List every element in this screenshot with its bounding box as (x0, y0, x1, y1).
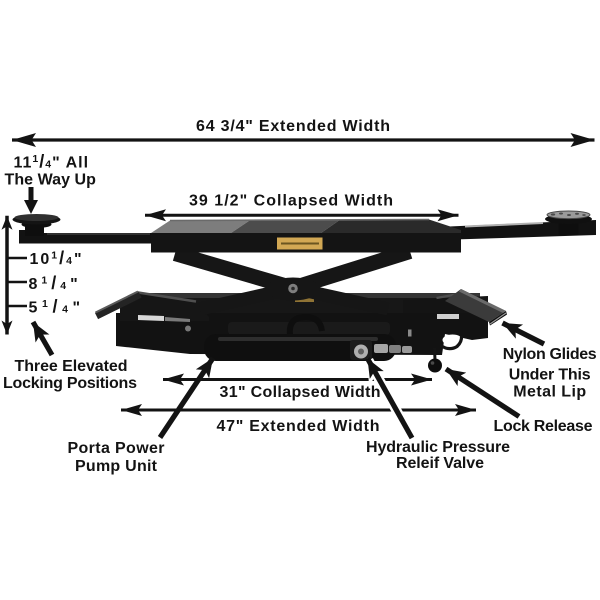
svg-text:39 1/2" Collapsed Width: 39 1/2" Collapsed Width (189, 193, 393, 210)
svg-text:Porta Power: Porta Power (68, 440, 165, 457)
svg-text:Hydraulic Pressure: Hydraulic Pressure (366, 439, 510, 456)
svg-text:Nylon Glides: Nylon Glides (503, 346, 597, 363)
svg-text:Three Elevated: Three Elevated (15, 358, 128, 375)
svg-text:Metal Lip: Metal Lip (513, 384, 586, 401)
svg-text:Lock Release: Lock Release (494, 418, 593, 435)
svg-text:Locking Positions: Locking Positions (3, 375, 137, 392)
svg-text:64 3/4" Extended Width: 64 3/4" Extended Width (196, 118, 390, 135)
svg-text:81/4": 81/4" (29, 273, 82, 293)
svg-text:47" Extended Width: 47" Extended Width (217, 418, 380, 435)
svg-text:The Way Up: The Way Up (5, 172, 97, 189)
svg-text:Pump Unit: Pump Unit (75, 458, 158, 475)
svg-text:51/4": 51/4" (29, 297, 85, 317)
svg-text:Releif Valve: Releif Valve (396, 455, 484, 472)
svg-text:31" Collapsed Width: 31" Collapsed Width (220, 384, 381, 401)
svg-text:111/4" All: 111/4" All (14, 152, 90, 172)
svg-text:Under This: Under This (509, 367, 591, 384)
